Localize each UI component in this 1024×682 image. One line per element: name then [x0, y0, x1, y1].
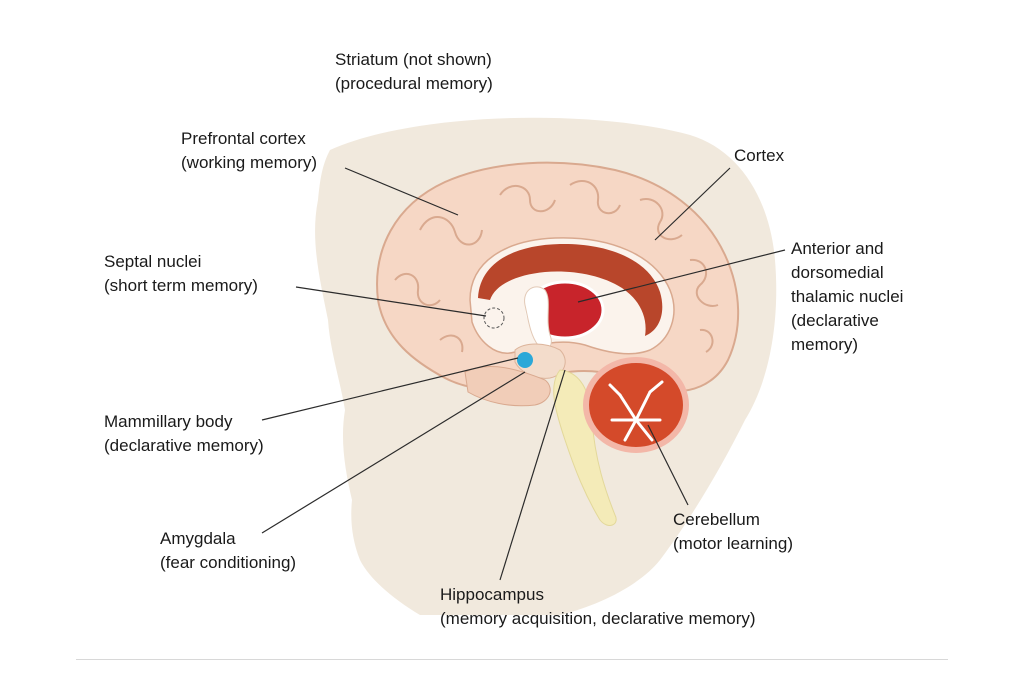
amygdala-role: (fear conditioning): [160, 553, 297, 572]
mammillary-name: Mammillary body: [104, 412, 233, 431]
cortex-fold: [689, 258, 719, 307]
leader-prefrontal: [344, 167, 459, 216]
cerebellum: [583, 357, 689, 453]
hippocampus-role: (memory acquisition, declarative memory): [440, 609, 756, 628]
cortex-name: Cortex: [734, 146, 785, 165]
arbor-branch: [623, 418, 638, 442]
septal-nuclei-marker: [483, 307, 505, 329]
cortex-fold: [569, 180, 621, 215]
label-prefrontal-cortex: Prefrontal cortex (working memory): [181, 127, 317, 175]
striatum-name: Striatum (not shown): [335, 50, 492, 69]
cortex-fold: [419, 216, 483, 246]
leader-septal: [295, 286, 487, 317]
leader-cerebellum: [647, 424, 689, 506]
arbor-branch: [634, 390, 652, 422]
leader-hippocampus: [499, 369, 566, 581]
leader-cortex: [654, 167, 731, 241]
thalamic-line-3: thalamic nuclei: [791, 287, 904, 306]
striatum-role: (procedural memory): [335, 74, 493, 93]
cortex-folds: [394, 180, 719, 353]
label-mammillary-body: Mammillary body (declarative memory): [104, 410, 264, 458]
label-striatum: Striatum (not shown) (procedural memory): [335, 48, 493, 96]
thalamic-line-1: Anterior and: [791, 239, 884, 258]
arbor-branch: [648, 380, 664, 394]
leader-mammillary: [261, 357, 519, 421]
corpus-callosum: [478, 243, 663, 336]
thalamic-line-5: memory): [791, 335, 859, 354]
septal-name: Septal nuclei: [104, 252, 202, 271]
cortex-fold: [499, 185, 556, 213]
cortex-fold: [394, 272, 441, 307]
fornix: [524, 286, 552, 349]
leader-lines: [261, 167, 786, 581]
label-amygdala: Amygdala (fear conditioning): [160, 527, 296, 575]
arbor-branch: [608, 383, 622, 397]
bottom-divider: [76, 659, 948, 660]
leader-thalamic: [577, 249, 786, 303]
cortex-fold: [699, 328, 714, 353]
cerebellum-role: (motor learning): [673, 534, 793, 553]
label-cortex: Cortex: [734, 144, 784, 168]
leader-amygdala: [261, 371, 526, 534]
label-hippocampus: Hippocampus (memory acquisition, declara…: [440, 583, 756, 631]
prefrontal-name: Prefrontal cortex: [181, 129, 306, 148]
label-cerebellum: Cerebellum (motor learning): [673, 508, 793, 556]
arbor-vitae: [608, 380, 664, 442]
arbor-branch: [618, 393, 638, 422]
label-thalamic-nuclei: Anterior and dorsomedial thalamic nuclei…: [791, 237, 903, 357]
mammillary-role: (declarative memory): [104, 436, 264, 455]
septal-role: (short term memory): [104, 276, 258, 295]
arbor-branch: [634, 418, 654, 442]
mammillary-body: [517, 352, 533, 368]
hippocampus-name: Hippocampus: [440, 585, 544, 604]
cortex-fold: [439, 334, 464, 353]
thalamic-line-4: (declarative: [791, 311, 879, 330]
thalamic-line-2: dorsomedial: [791, 263, 884, 282]
cortex-fold: [639, 198, 683, 241]
label-septal-nuclei: Septal nuclei (short term memory): [104, 250, 258, 298]
amygdala-name: Amygdala: [160, 529, 236, 548]
cerebellum-name: Cerebellum: [673, 510, 760, 529]
prefrontal-role: (working memory): [181, 153, 318, 172]
